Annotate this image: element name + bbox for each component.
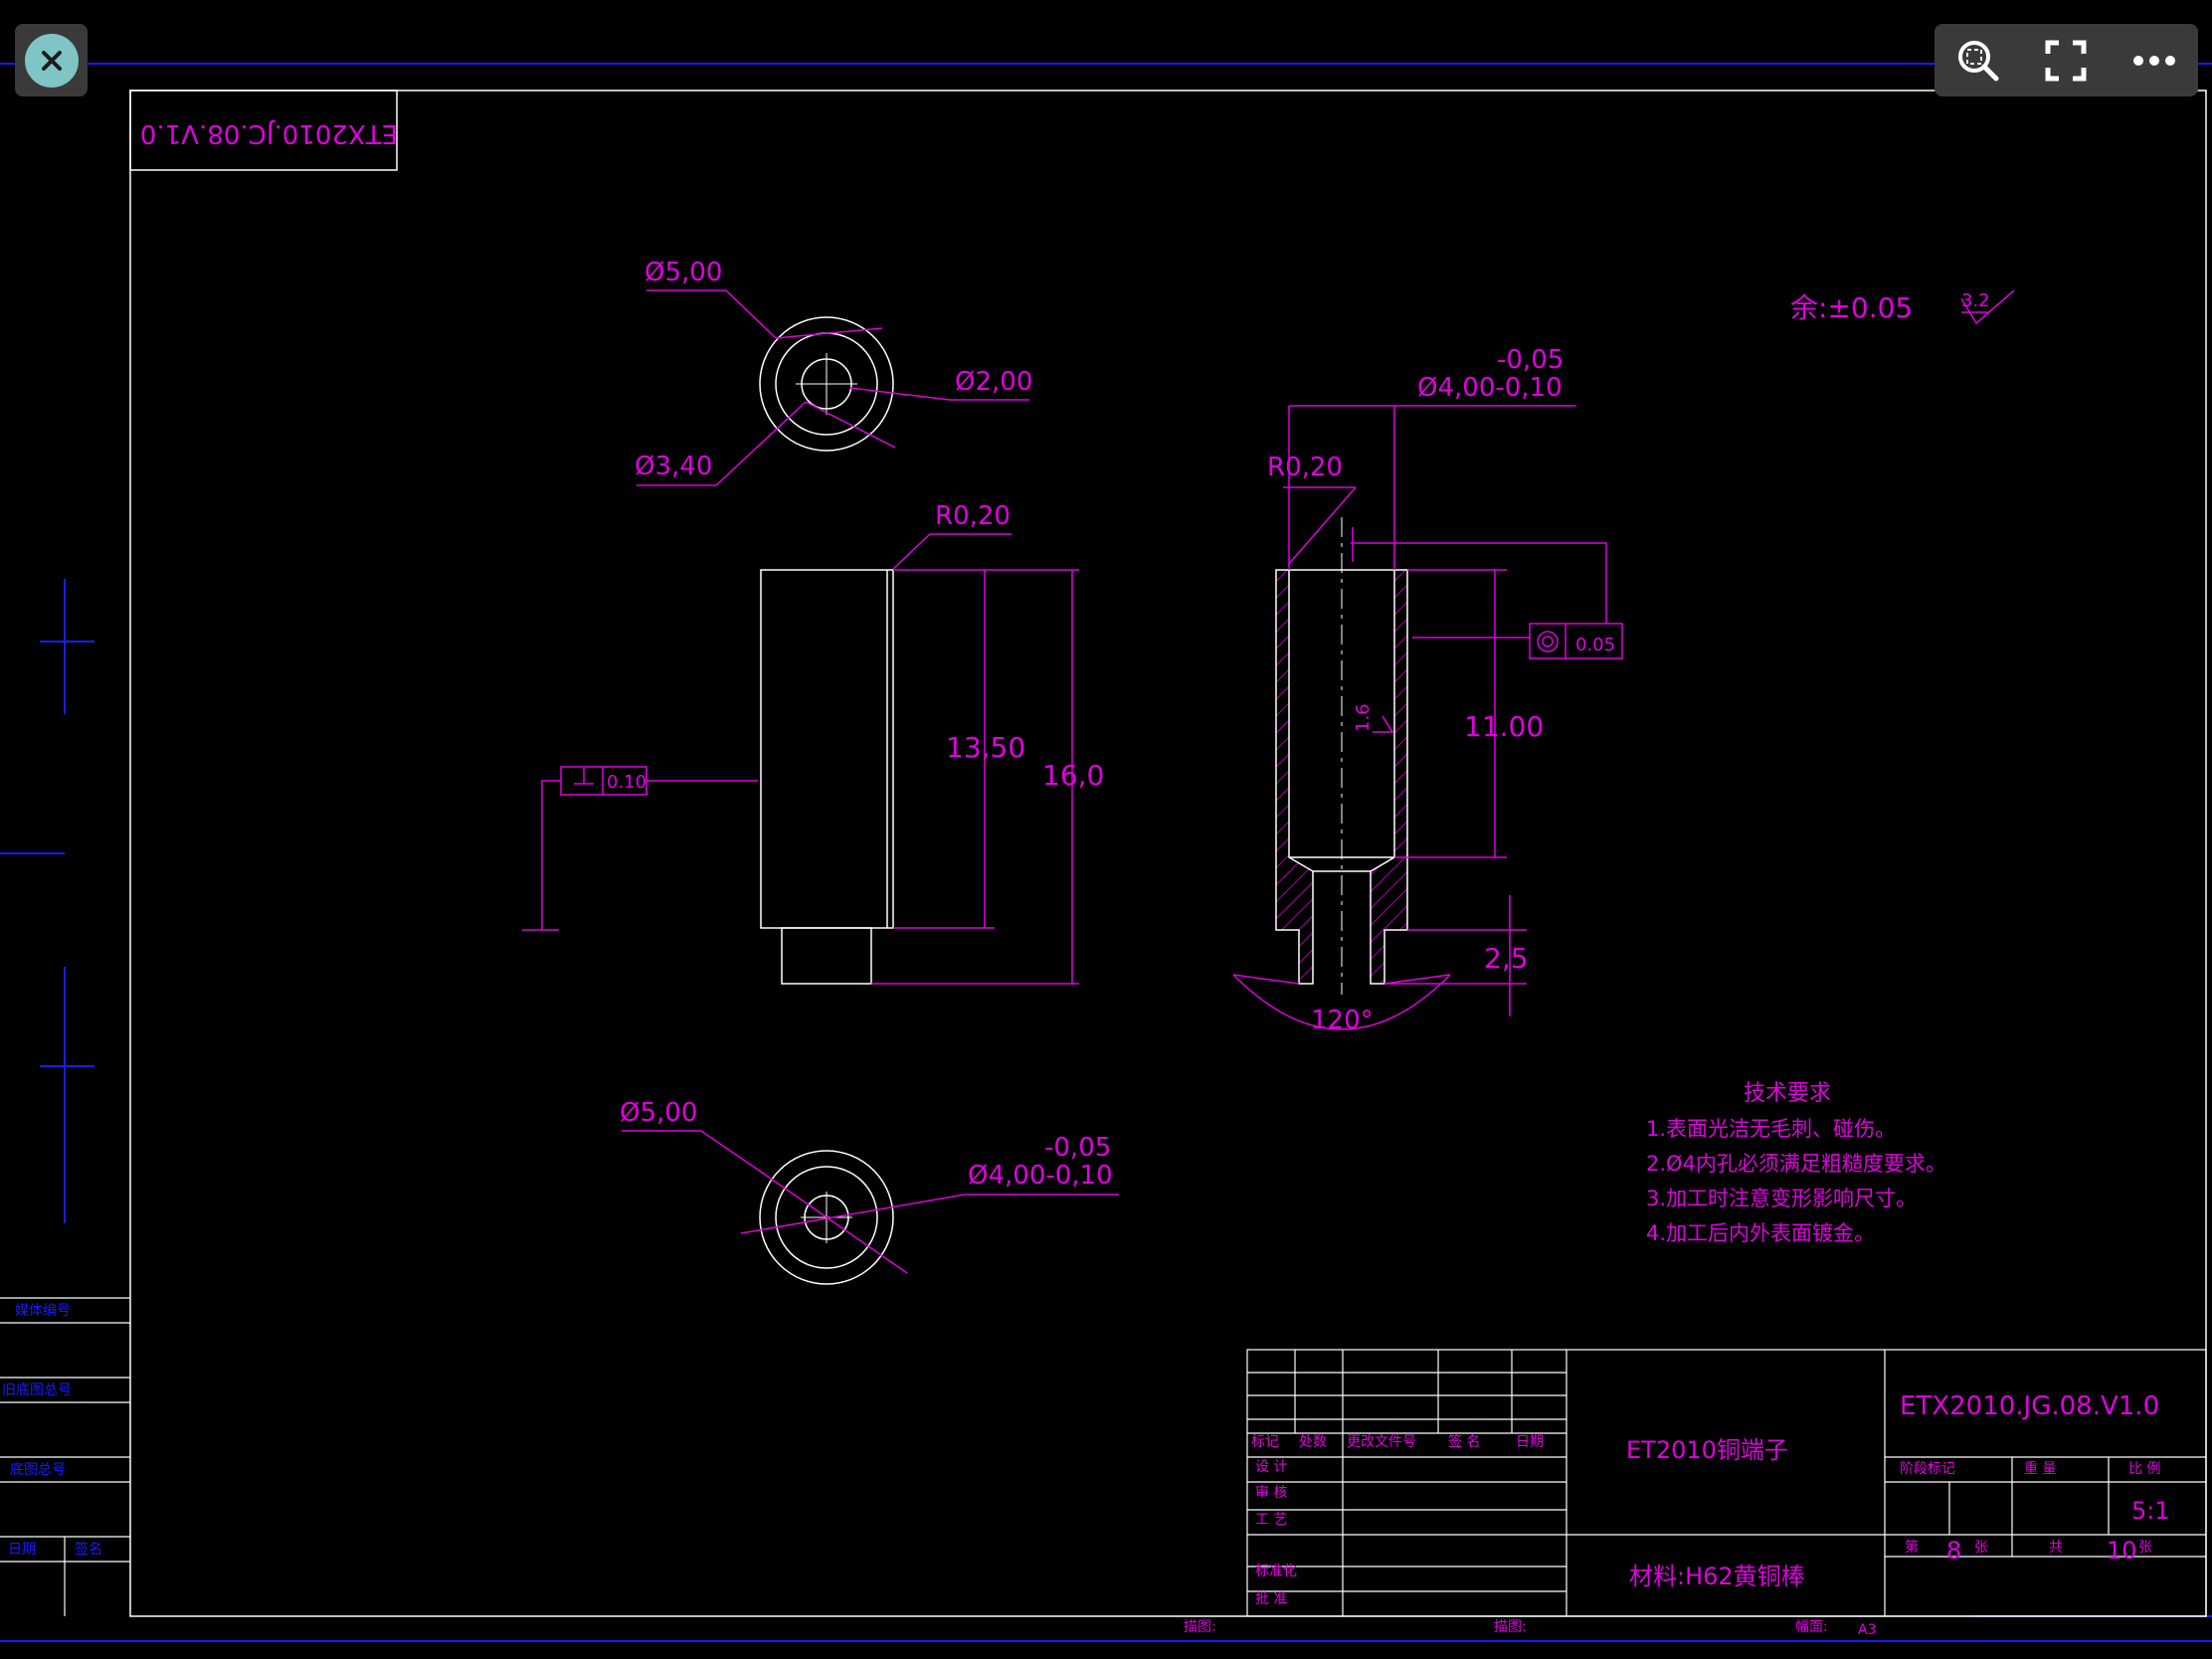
- bottom-view-outer-diameter: Ø5,00: [620, 1098, 697, 1128]
- section-tolerance-upper: -0,05: [1497, 345, 1564, 375]
- bottom-view-tolerance-upper: -0,05: [1044, 1133, 1111, 1163]
- bottom-label-2: 描图:: [1494, 1619, 1527, 1635]
- general-tolerance-note: 余:±0.05: [1790, 291, 1913, 324]
- section-roughness: 1.6: [1353, 703, 1374, 732]
- label-process: 工 艺: [1255, 1512, 1287, 1528]
- section-diameter: Ø4,00-0,10: [1417, 373, 1563, 403]
- left-strip-label-5: 签名: [75, 1541, 102, 1558]
- bottom-label-1: 描图:: [1184, 1619, 1216, 1635]
- label-change: 更改文件号: [1347, 1434, 1416, 1450]
- fullscreen-icon: [2045, 40, 2087, 81]
- tech-requirement-1: 1.表面光洁无毛刺、碰伤。: [1646, 1117, 1896, 1141]
- front-view: [522, 533, 1079, 985]
- frame-lines: [0, 63, 2212, 1642]
- bottom-label-3-value: A3: [1858, 1622, 1876, 1638]
- title-block-sheet-no: 8: [1946, 1537, 1961, 1565]
- label-standard: 标准化: [1255, 1564, 1297, 1579]
- label-sheet2: 张: [1974, 1540, 1988, 1556]
- tech-requirement-4: 4.加工后内外表面镀金。: [1646, 1221, 1875, 1245]
- left-strip-label-2: 旧底图总号: [2, 1382, 72, 1398]
- coaxiality-value: 0.05: [1575, 635, 1615, 655]
- section-view: [1232, 405, 1623, 1030]
- top-view-outer-diameter: Ø5,00: [645, 258, 722, 287]
- bottom-label-3: 幅面:: [1795, 1619, 1828, 1635]
- close-button[interactable]: [15, 24, 88, 96]
- title-block-code: ETX2010.JG.08.V1.0: [1900, 1391, 2159, 1421]
- zoom-button[interactable]: [1948, 31, 2008, 91]
- label-date: 日期: [1516, 1434, 1544, 1450]
- viewer-toolbar: [1935, 24, 2198, 96]
- left-strip-label-1: 媒体编号: [15, 1303, 71, 1319]
- label-total2: 张: [2138, 1540, 2152, 1556]
- top-view: [637, 289, 1029, 486]
- label-approve: 批 准: [1255, 1591, 1287, 1607]
- bottom-view: [622, 1130, 1119, 1285]
- label-design: 设 计: [1255, 1459, 1287, 1475]
- zoom-icon: [1958, 40, 1999, 81]
- title-block: [1246, 1349, 2207, 1617]
- label-sign: 签 名: [1448, 1433, 1480, 1450]
- drawing-border: [129, 90, 2207, 1617]
- more-icon: [2132, 55, 2175, 66]
- section-radius: R0,20: [1267, 453, 1343, 482]
- section-angle: 120°: [1311, 1006, 1374, 1035]
- title-block-material: 材料:H62黄铜棒: [1629, 1563, 1805, 1590]
- tech-requirement-3: 3.加工时注意变形影响尺寸。: [1646, 1187, 1917, 1210]
- tech-requirements-title: 技术要求: [1744, 1081, 1831, 1106]
- label-sheet: 第: [1905, 1539, 1919, 1556]
- label-stage: 阶段标记: [1900, 1461, 1955, 1477]
- title-block-scale: 5:1: [2131, 1497, 2170, 1525]
- more-button[interactable]: [2124, 31, 2184, 91]
- front-view-radius: R0,20: [935, 501, 1011, 531]
- front-view-height-1: 13,50: [946, 731, 1025, 764]
- top-view-middle-diameter: Ø3,40: [635, 452, 712, 481]
- label-scale: 比 例: [2128, 1461, 2160, 1477]
- close-icon: [24, 33, 79, 88]
- section-depth: 11.00: [1464, 710, 1544, 743]
- roughness-symbol-icon: [1960, 289, 2015, 325]
- roughness-value-top: 3.2: [1961, 290, 1990, 311]
- label-check: 审 核: [1255, 1485, 1287, 1501]
- bottom-view-diameter: Ø4,00-0,10: [968, 1161, 1113, 1191]
- left-strip: [0, 1297, 130, 1616]
- label-total: 共: [2049, 1540, 2063, 1556]
- front-view-height-2: 16,0: [1042, 759, 1104, 792]
- section-step: 2,5: [1484, 942, 1529, 975]
- mirrored-code-label: ETX2010.JC.08.V1.0: [140, 118, 398, 148]
- title-block-part-name: ET2010铜端子: [1626, 1436, 1788, 1464]
- label-weight: 重 量: [2024, 1461, 2056, 1477]
- fullscreen-button[interactable]: [2036, 31, 2096, 91]
- tech-requirement-2: 2.Ø4内孔必须满足粗糙度要求。: [1646, 1152, 1946, 1176]
- label-mark: 标记: [1251, 1434, 1279, 1450]
- top-view-inner-diameter: Ø2,00: [955, 367, 1032, 397]
- title-block-sheet-total: 10: [2107, 1537, 2137, 1565]
- left-strip-label-3: 底图总号: [10, 1462, 66, 1478]
- left-strip-label-4: 日期: [8, 1542, 36, 1558]
- label-count: 处数: [1299, 1434, 1327, 1450]
- perpendicularity-value: 0.10: [607, 772, 646, 793]
